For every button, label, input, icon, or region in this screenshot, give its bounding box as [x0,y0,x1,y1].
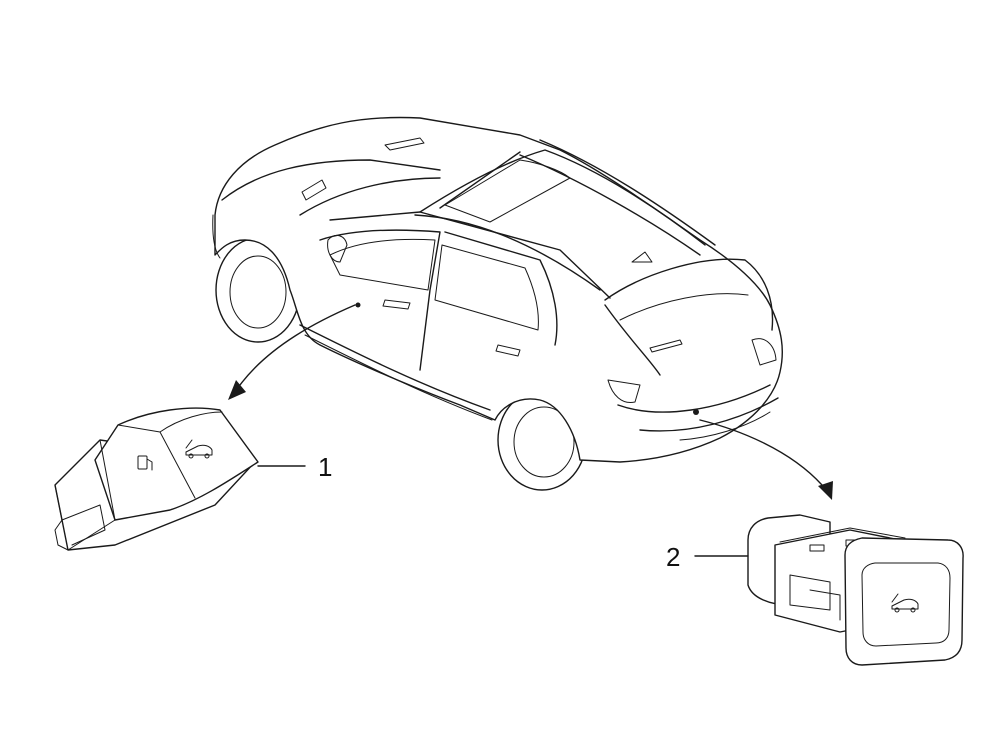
leader-arrow-2 [699,419,833,500]
vehicle-illustration [212,116,783,491]
rear-handle [649,339,683,353]
car-body [214,116,783,463]
tail-light-right [751,338,777,366]
callout-1-label: 1 [318,452,332,482]
trunk-open-icon [891,593,919,613]
shark-fin-antenna [631,251,653,263]
rear-switch-location [693,409,699,415]
rear-door-handle [495,344,521,357]
tail-light-left [607,379,641,404]
fuel-door-icon [137,455,153,471]
leader-arrow-1 [228,304,356,400]
side-mirror [327,234,348,263]
sunroof [444,159,571,223]
callout-2-label: 2 [666,542,680,572]
fuel-door-location [355,302,361,308]
part-1-fuel-trunk-switch [54,407,259,551]
front-door-handle [382,299,411,310]
part-2-trunk-switch [747,514,964,666]
trunk-open-icon [185,439,213,459]
